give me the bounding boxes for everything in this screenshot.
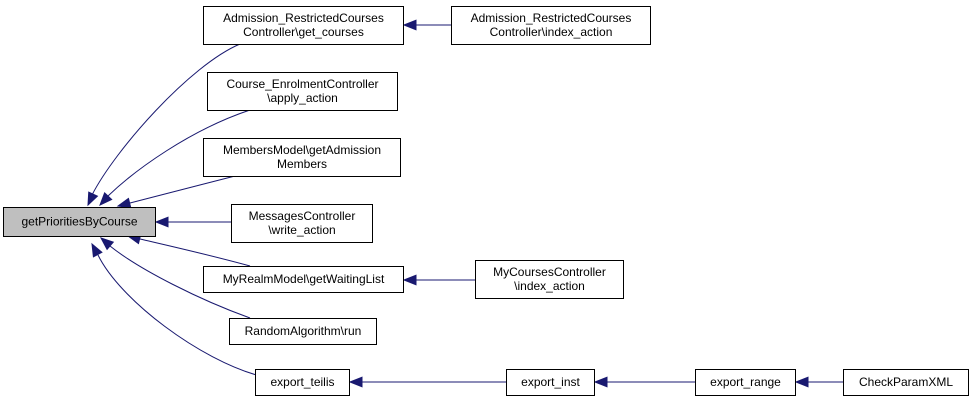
edge-mycourses-to-myrealm bbox=[402, 274, 475, 286]
edge-line bbox=[97, 254, 261, 377]
node-label: CheckParamXML bbox=[859, 375, 953, 389]
edge-export-inst-to-export-teilis bbox=[348, 376, 506, 388]
node-label: Admission_RestrictedCourses bbox=[471, 11, 632, 25]
node-box bbox=[231, 204, 373, 243]
edge-checkparamxml-to-export-range bbox=[794, 376, 843, 388]
node-label: MembersModel\getAdmission bbox=[223, 143, 381, 157]
node-checkparamxml[interactable]: CheckParamXML bbox=[843, 369, 969, 396]
edge-course-enrolment-to-root bbox=[99, 109, 251, 206]
edge-messages-write-to-root bbox=[154, 216, 231, 228]
arrowhead bbox=[116, 197, 132, 209]
node-export-range[interactable]: export_range bbox=[695, 369, 796, 396]
edge-line bbox=[109, 245, 251, 319]
node-box bbox=[207, 72, 398, 111]
node-box bbox=[3, 207, 156, 237]
node-label: MyRealmModel\getWaitingList bbox=[223, 272, 385, 286]
arrowhead bbox=[794, 376, 809, 388]
edge-line bbox=[91, 43, 241, 196]
node-box bbox=[229, 318, 377, 345]
arrowhead bbox=[593, 376, 608, 388]
node-box bbox=[203, 6, 404, 45]
arrowhead bbox=[99, 192, 113, 206]
arrowhead bbox=[87, 191, 99, 207]
node-box bbox=[475, 260, 624, 299]
node-label: Course_EnrolmentController bbox=[226, 77, 378, 91]
node-box bbox=[255, 369, 350, 396]
node-root[interactable]: getPrioritiesByCourse bbox=[3, 207, 156, 237]
edge-members-model-to-root bbox=[116, 175, 236, 209]
edge-line bbox=[129, 175, 236, 204]
node-admission-index-action[interactable]: Admission_RestrictedCoursesController\in… bbox=[451, 6, 651, 45]
node-course-enrolment-apply[interactable]: Course_EnrolmentController\apply_action bbox=[207, 72, 398, 111]
arrowhead bbox=[91, 242, 103, 258]
node-box bbox=[203, 138, 401, 177]
node-label: Controller\index_action bbox=[490, 25, 613, 39]
node-label: MessagesController bbox=[249, 209, 356, 223]
edge-random-run-to-root bbox=[99, 237, 251, 319]
node-label: MyCoursesController bbox=[493, 265, 606, 279]
edge-line bbox=[139, 238, 251, 267]
node-box bbox=[506, 369, 595, 396]
arrowhead bbox=[154, 216, 169, 228]
node-label: RandomAlgorithm\run bbox=[245, 324, 362, 338]
node-admission-get-courses[interactable]: Admission_RestrictedCoursesController\ge… bbox=[203, 6, 404, 45]
node-export-teilis[interactable]: export_teilis bbox=[255, 369, 350, 396]
arrowhead bbox=[402, 19, 417, 31]
node-label: export_teilis bbox=[270, 375, 334, 389]
node-box bbox=[695, 369, 796, 396]
node-label: getPrioritiesByCourse bbox=[21, 215, 137, 229]
node-myrealm-waiting[interactable]: MyRealmModel\getWaitingList bbox=[203, 266, 404, 293]
node-messages-write[interactable]: MessagesController\write_action bbox=[231, 204, 373, 243]
edge-export-teilis-to-root bbox=[91, 242, 261, 377]
edge-export-range-to-export-inst bbox=[593, 376, 695, 388]
node-export-inst[interactable]: export_inst bbox=[506, 369, 595, 396]
node-label: export_range bbox=[710, 375, 781, 389]
node-label: Controller\get_courses bbox=[243, 25, 364, 39]
edge-admission-get-courses-to-root bbox=[87, 43, 241, 207]
node-label: \apply_action bbox=[267, 91, 338, 105]
arrowhead bbox=[99, 237, 115, 251]
edge-line bbox=[107, 109, 251, 197]
node-label: \write_action bbox=[268, 223, 335, 237]
node-label: export_inst bbox=[521, 375, 580, 389]
node-label: Members bbox=[277, 157, 327, 171]
arrowhead bbox=[402, 274, 417, 286]
node-label: \index_action bbox=[514, 279, 585, 293]
node-box bbox=[203, 266, 404, 293]
node-label: Admission_RestrictedCourses bbox=[223, 11, 384, 25]
arrowhead bbox=[348, 376, 363, 388]
edge-admission-index-to-get-courses bbox=[402, 19, 451, 31]
node-random-run[interactable]: RandomAlgorithm\run bbox=[229, 318, 377, 345]
node-box bbox=[451, 6, 651, 45]
node-box bbox=[843, 369, 969, 396]
node-mycourses-index[interactable]: MyCoursesController\index_action bbox=[475, 260, 624, 299]
